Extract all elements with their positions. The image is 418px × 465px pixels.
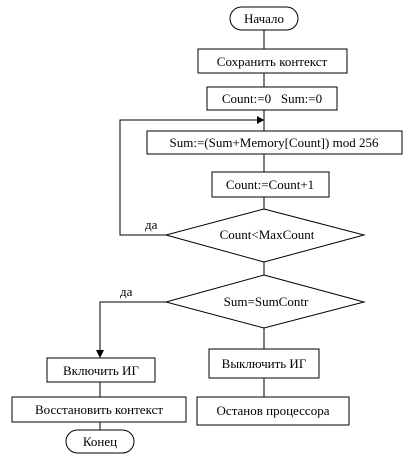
loop-back-arrowhead <box>257 116 264 124</box>
count-increment-label: Count:=Count+1 <box>226 177 314 192</box>
disable-ig-block: Выключить ИГ <box>208 348 320 379</box>
enable-ig-label: Включить ИГ <box>63 363 139 378</box>
checksum-decision: Sum=SumContr <box>164 274 366 329</box>
loop-decision: Count<MaxCount <box>164 208 366 263</box>
start-terminal: Начало <box>229 6 299 31</box>
sum-update-block: Sum:=(Sum+Memory[Count]) mod 256 <box>146 130 403 155</box>
disable-ig-label: Выключить ИГ <box>222 356 307 371</box>
edge-check-yes-to-enable <box>99 301 166 358</box>
save-context-label: Сохранить контекст <box>217 54 328 69</box>
connectors <box>96 30 265 430</box>
halt-processor-block: Останов процессора <box>196 396 350 426</box>
sum-update-label: Sum:=(Sum+Memory[Count]) mod 256 <box>170 135 379 150</box>
start-label: Начало <box>244 11 284 26</box>
checksum-condition-label: Sum=SumContr <box>224 294 309 309</box>
init-block: Count:=0 Sum:=0 <box>206 86 338 111</box>
enable-ig-block: Включить ИГ <box>46 357 156 383</box>
init-label: Count:=0 Sum:=0 <box>222 91 322 106</box>
edge-loop-back <box>119 119 264 236</box>
loop-condition-label: Count<MaxCount <box>220 227 315 242</box>
count-increment-block: Count:=Count+1 <box>211 171 330 198</box>
loop-yes-label: да <box>145 217 158 232</box>
save-context-block: Сохранить контекст <box>197 48 348 74</box>
restore-context-label: Восстановить контекст <box>35 402 163 417</box>
halt-processor-label: Останов процессора <box>217 403 330 418</box>
restore-context-block: Восстановить контекст <box>11 396 187 423</box>
check-yes-arrowhead <box>96 350 104 358</box>
end-label: Конец <box>83 434 117 449</box>
end-terminal: Конец <box>65 429 135 454</box>
checksum-yes-label: да <box>120 284 133 299</box>
